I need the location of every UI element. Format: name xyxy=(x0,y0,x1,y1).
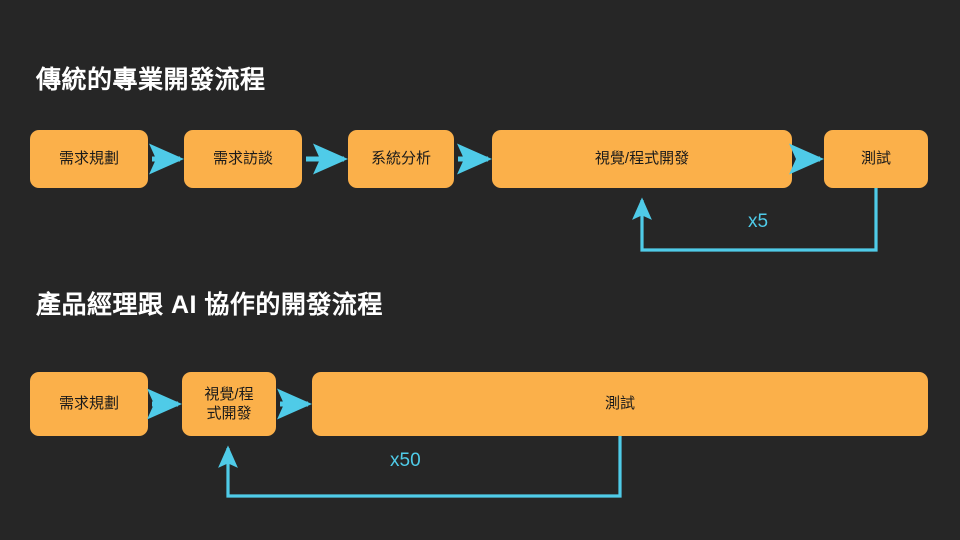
flow-node-requirement-planning[interactable]: 需求規劃 xyxy=(30,130,148,188)
loop-multiplier-label-x50: x50 xyxy=(390,450,421,471)
flow2-node-label: 視覺/程 式開發 xyxy=(204,385,254,422)
flow-node-label: 需求訪談 xyxy=(212,150,273,168)
flow2-node-visual-and-code-development[interactable]: 視覺/程 式開發 xyxy=(182,372,276,436)
section-title-traditional: 傳統的專業開發流程 xyxy=(36,66,266,94)
flow2-node-label: 需求規劃 xyxy=(58,395,119,413)
flow2-node-testing[interactable]: 測試 xyxy=(312,372,928,436)
flow-node-testing[interactable]: 測試 xyxy=(824,130,928,188)
flow-node-system-analysis[interactable]: 系統分析 xyxy=(348,130,454,188)
flow-node-label: 系統分析 xyxy=(370,150,431,168)
flow-node-visual-and-code-development[interactable]: 視覺/程式開發 xyxy=(492,130,792,188)
loop-multiplier-label-x5: x5 xyxy=(748,211,769,232)
flow2-node-requirement-planning[interactable]: 需求規劃 xyxy=(30,372,148,436)
flow-node-label: 測試 xyxy=(860,150,891,168)
loop-path-s2-testing-to-development xyxy=(218,436,622,498)
flow-node-label: 需求規劃 xyxy=(58,150,119,168)
flow-node-label: 視覺/程式開發 xyxy=(594,150,690,168)
section-title-pm-ai: 產品經理跟 AI 協作的開發流程 xyxy=(36,291,383,319)
flow-node-requirement-interview[interactable]: 需求訪談 xyxy=(184,130,302,188)
flow2-node-label: 測試 xyxy=(604,395,635,413)
